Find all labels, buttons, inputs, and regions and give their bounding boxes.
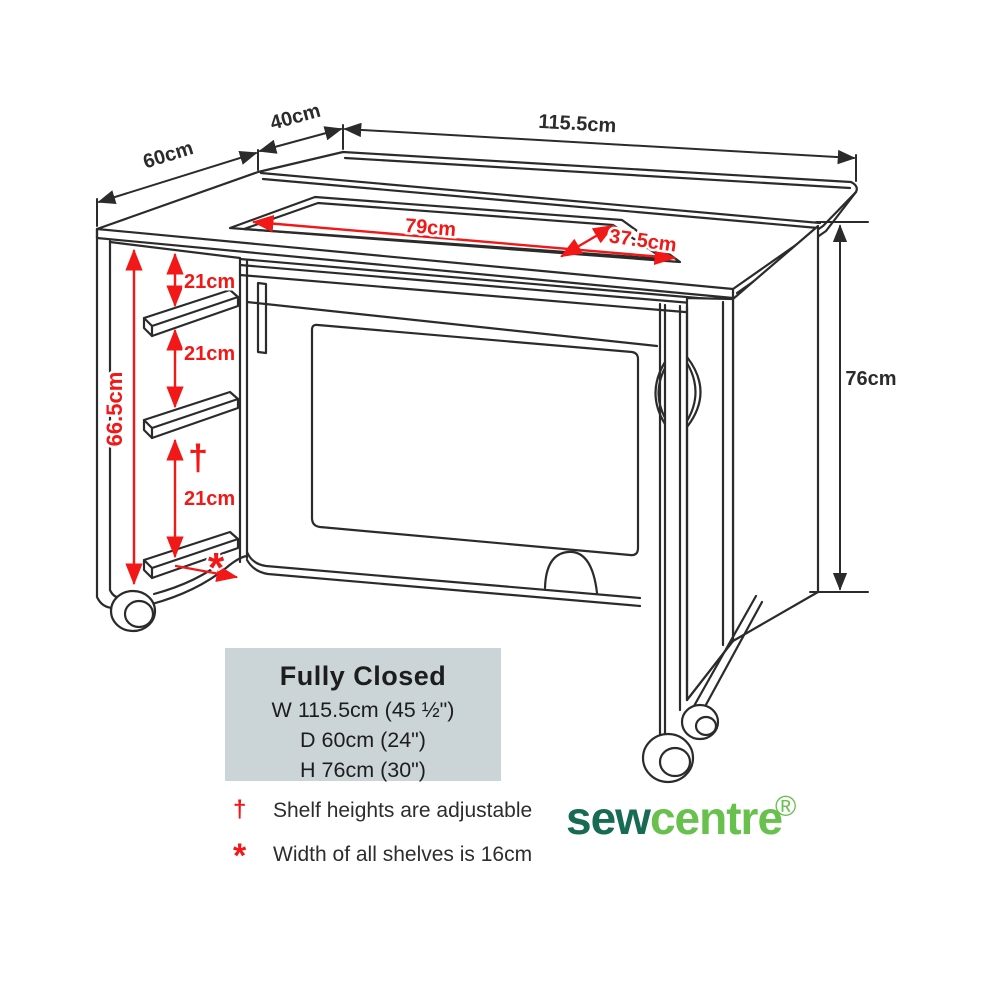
- left-shelf-unit: [95, 227, 249, 633]
- label-interior-height: 66.5cm: [102, 372, 127, 447]
- label-side-depth: 60cm: [141, 137, 196, 173]
- base-rail: [245, 550, 642, 608]
- label-opening-length: 79cm: [404, 215, 457, 241]
- label-shelf-gap-2: 21cm: [184, 343, 235, 365]
- shelf-width-arrow: [174, 564, 239, 582]
- dagger-mark: †: [188, 437, 208, 478]
- dim-opening-width: [560, 224, 615, 258]
- pedal-holder: [543, 550, 599, 595]
- kneehole: [245, 281, 642, 608]
- spec-box-title: Fully Closed: [279, 661, 447, 691]
- pullout-tray: [108, 240, 735, 348]
- dim-rear-depth: [258, 124, 344, 154]
- footnote-shelf-heights: † Shelf heights are adjustable: [233, 797, 532, 824]
- center-caster-wheel: [641, 732, 695, 784]
- back-panel: [310, 323, 640, 557]
- dagger-footnote-icon: †: [233, 796, 247, 823]
- asterisk-mark: *: [208, 544, 225, 591]
- shelf-1: [142, 288, 240, 338]
- asterisk-footnote-icon: *: [233, 837, 247, 875]
- shelf-2: [142, 390, 240, 440]
- door-handle-left: [654, 360, 667, 426]
- logo-centre-text: centre: [649, 792, 783, 844]
- dim-total-width: [343, 122, 857, 182]
- label-shelf-gap-3: 21cm: [184, 488, 235, 510]
- rear-leaf-seam: [259, 171, 822, 230]
- registered-trademark-icon: ®: [775, 791, 797, 823]
- dim-total-height: [809, 221, 869, 593]
- dim-side-depth: [96, 149, 259, 227]
- label-total-height: 76cm: [845, 368, 896, 390]
- front-panel: [685, 296, 735, 702]
- brand-logo: sewcentre®: [566, 791, 796, 845]
- spec-height-line: H 76cm (30"): [300, 758, 426, 782]
- rear-caster-wheel: [680, 703, 720, 741]
- footnote-shelf-width-text: Width of all shelves is 16cm: [273, 843, 533, 866]
- door-stiles: [658, 302, 689, 739]
- door-handle-right: [685, 355, 702, 429]
- footnote-shelf-width: * Width of all shelves is 16cm: [233, 837, 533, 875]
- logo-sew-text: sew: [566, 792, 651, 844]
- rear-caster-leg: [692, 594, 764, 714]
- right-end-panel: [731, 224, 820, 643]
- slide-bracket-left: [256, 281, 268, 355]
- spec-width-line: W 115.5cm (45 ½"): [271, 698, 455, 722]
- label-shelf-gap-1: 21cm: [184, 271, 235, 293]
- right-cabinet: [641, 224, 820, 784]
- label-rear-depth: 40cm: [268, 100, 323, 135]
- rear-caster-rim: [694, 715, 718, 737]
- footnote-shelf-heights-text: Shelf heights are adjustable: [273, 799, 533, 822]
- spec-box: Fully Closed W 115.5cm (45 ½") D 60cm (2…: [225, 648, 501, 782]
- label-total-width: 115.5cm: [538, 111, 617, 137]
- left-caster-rim: [123, 599, 155, 629]
- shelf-divider: [238, 256, 249, 564]
- spec-depth-line: D 60cm (24"): [300, 728, 426, 752]
- center-caster-rim: [658, 746, 692, 778]
- left-base-curve-inner: [152, 558, 226, 596]
